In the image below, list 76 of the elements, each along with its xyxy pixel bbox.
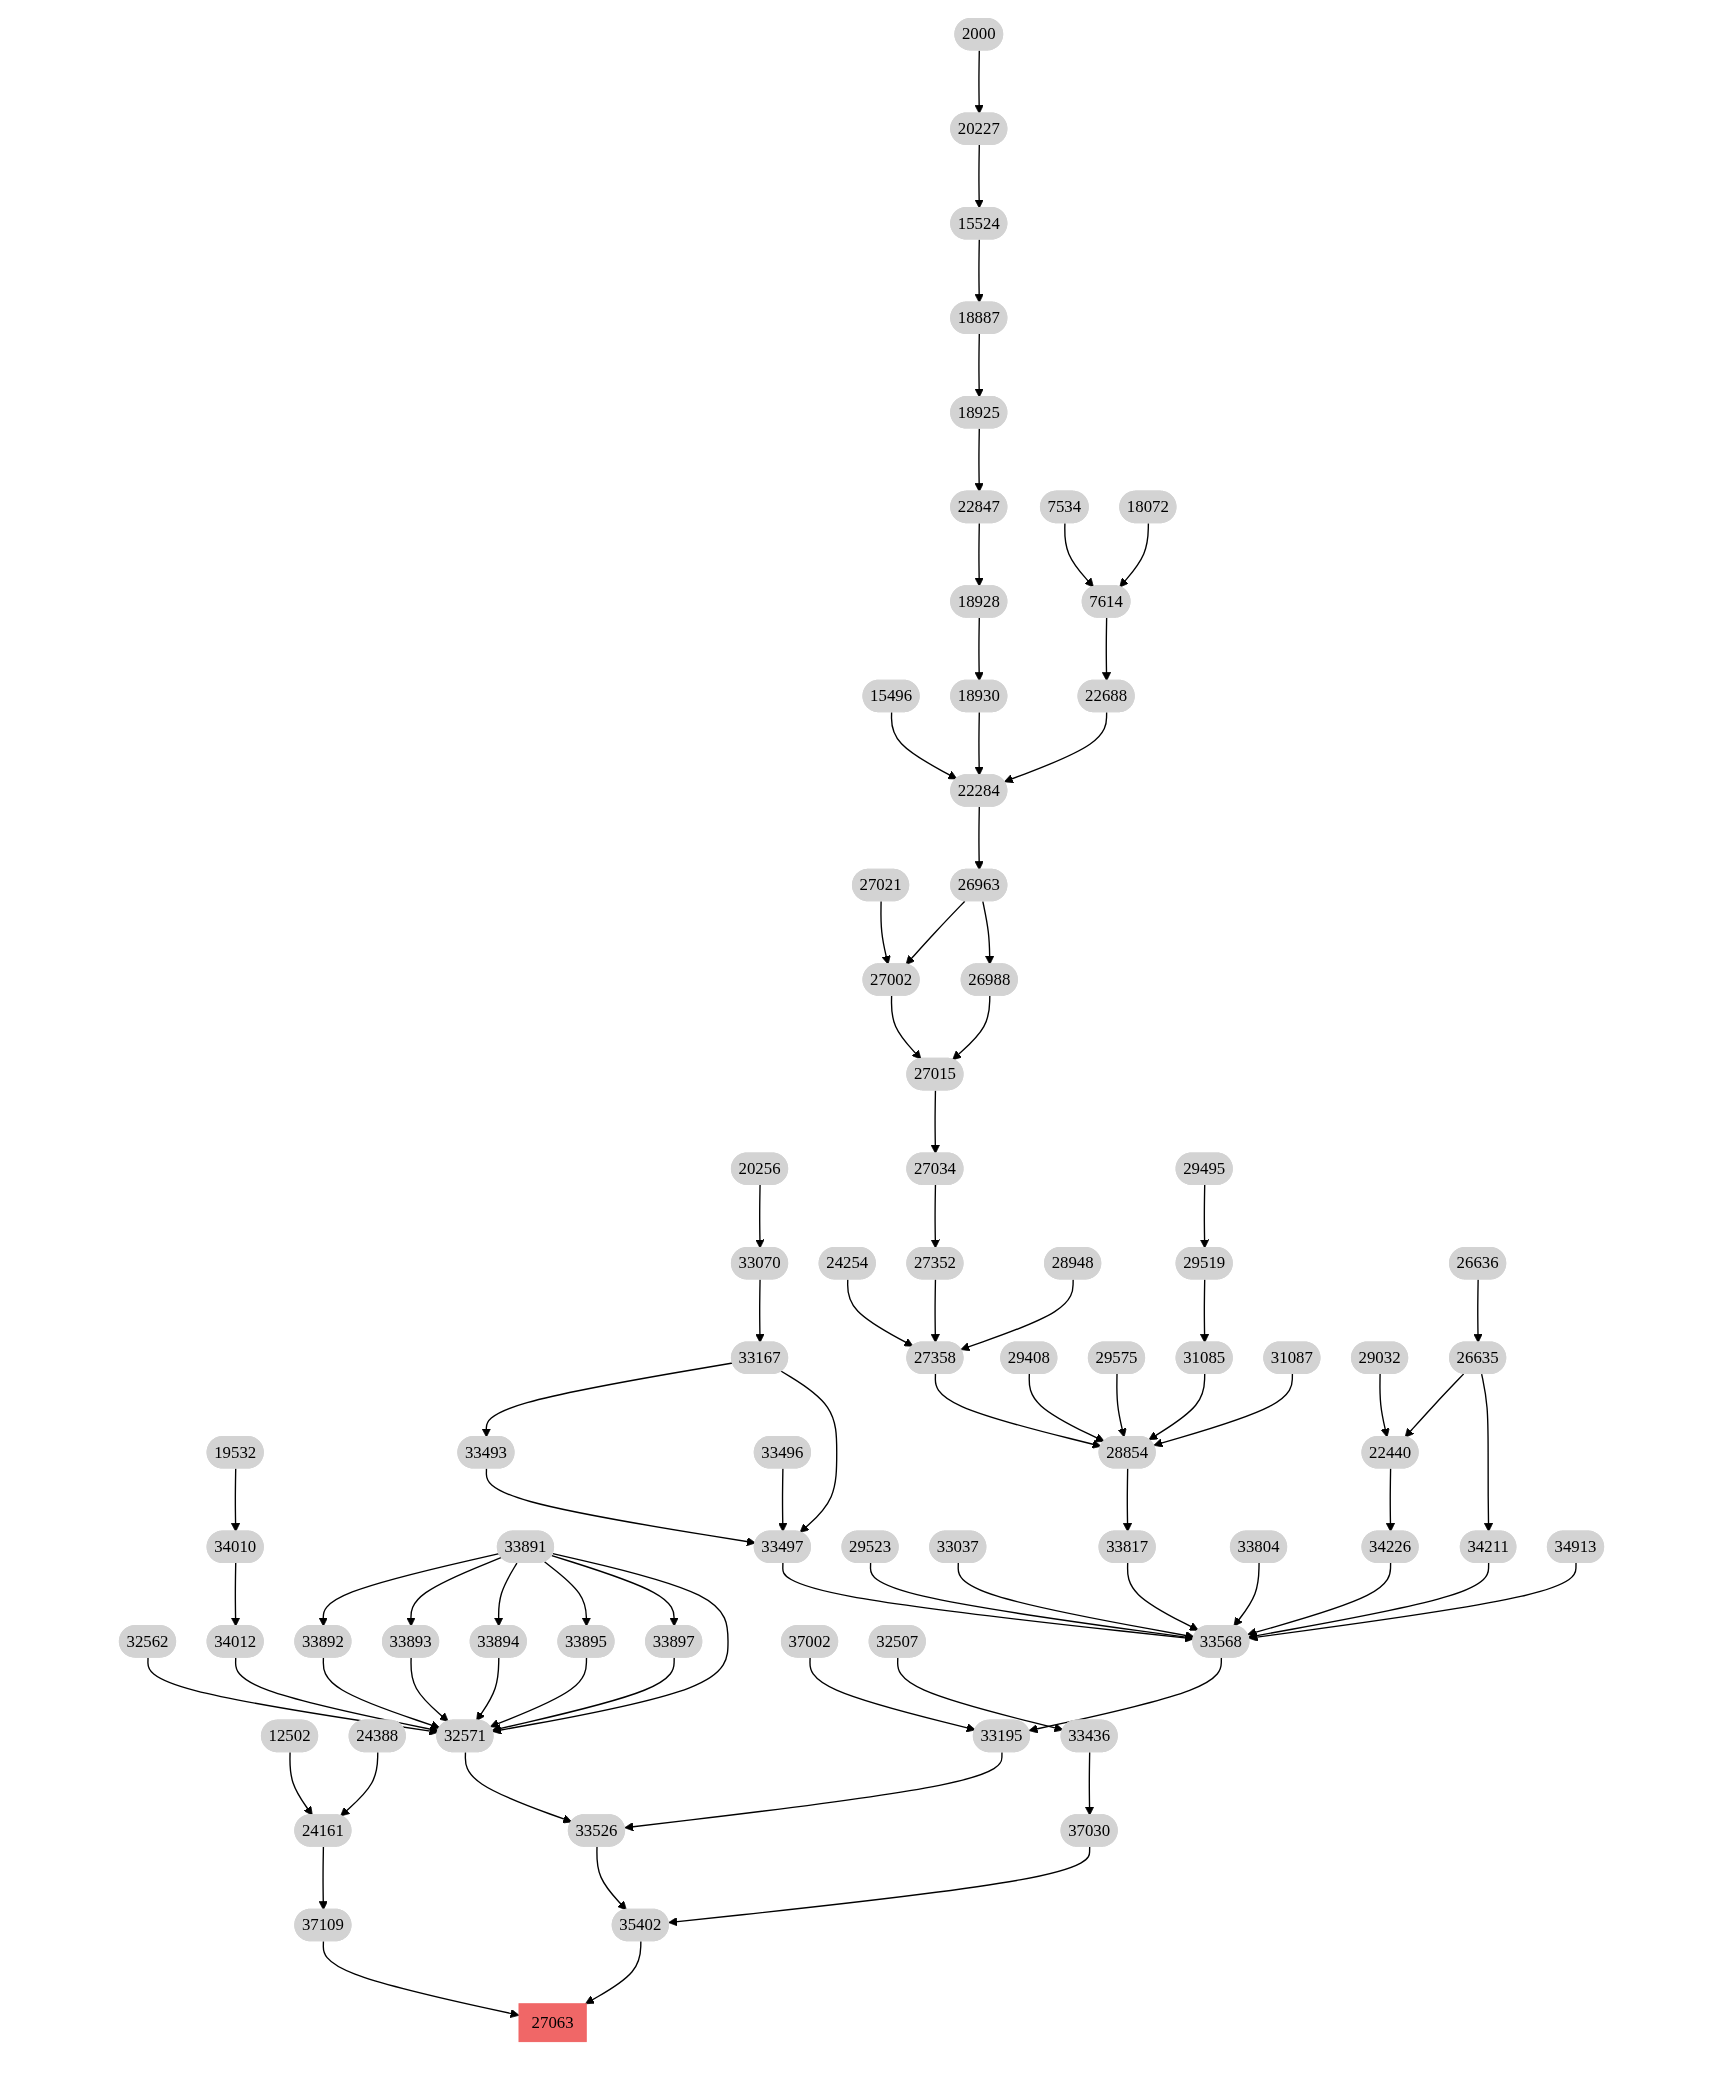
arrow bbox=[754, 1184, 765, 1249]
arrow bbox=[543, 1561, 591, 1627]
arrow bbox=[1147, 1373, 1205, 1441]
arrow bbox=[1378, 1373, 1390, 1438]
arrow bbox=[777, 1467, 787, 1532]
arrow bbox=[974, 522, 984, 587]
arrow bbox=[1385, 1467, 1395, 1532]
arrow bbox=[1152, 1373, 1293, 1448]
arrow bbox=[951, 995, 990, 1061]
arrow bbox=[485, 1467, 756, 1547]
arrow bbox=[890, 711, 957, 780]
arrow bbox=[930, 1184, 940, 1249]
arrow bbox=[1404, 1373, 1464, 1438]
arrow bbox=[905, 900, 965, 965]
arrow bbox=[754, 1278, 765, 1343]
arrow bbox=[974, 806, 984, 871]
arrow bbox=[491, 1656, 675, 1733]
arrow bbox=[595, 1846, 627, 1911]
arrow bbox=[808, 1656, 976, 1733]
arrow bbox=[890, 995, 921, 1060]
arrow bbox=[1233, 1562, 1260, 1627]
arrow bbox=[981, 900, 994, 965]
arrow bbox=[322, 1940, 519, 2018]
arrow bbox=[1003, 711, 1107, 784]
arrow bbox=[974, 238, 984, 303]
arrow bbox=[960, 1278, 1074, 1352]
arrow bbox=[896, 1656, 1063, 1733]
arrow bbox=[1246, 1562, 1391, 1637]
arrow bbox=[230, 1562, 240, 1627]
arrow bbox=[934, 1373, 1101, 1449]
arrow bbox=[1118, 522, 1149, 588]
arrow bbox=[339, 1751, 378, 1817]
arrow bbox=[1199, 1278, 1209, 1343]
arrow bbox=[288, 1751, 313, 1816]
arrow bbox=[623, 1751, 1003, 1832]
arrow bbox=[974, 144, 984, 209]
arrow bbox=[464, 1751, 572, 1824]
arrow bbox=[318, 1846, 328, 1911]
arrow bbox=[1101, 617, 1111, 682]
arrow bbox=[1480, 1373, 1493, 1532]
arrow bbox=[1115, 1373, 1127, 1438]
arrow bbox=[667, 1846, 1090, 1927]
arrow bbox=[879, 900, 891, 965]
arrow bbox=[1084, 1751, 1094, 1816]
arrow bbox=[974, 427, 984, 493]
arrow bbox=[1126, 1562, 1199, 1631]
arrow bbox=[974, 617, 984, 682]
arrow bbox=[974, 49, 984, 114]
node-box: 27063 bbox=[518, 2003, 587, 2043]
arrow bbox=[405, 1556, 502, 1627]
arrow bbox=[1472, 1278, 1483, 1343]
arrow bbox=[846, 1278, 913, 1347]
arrow bbox=[1028, 1656, 1222, 1734]
arrow bbox=[493, 1562, 518, 1627]
arrow bbox=[234, 1656, 439, 1734]
arrow bbox=[1248, 1562, 1577, 1642]
arrow bbox=[318, 1552, 500, 1627]
arrow bbox=[322, 1656, 440, 1730]
arrow bbox=[230, 1467, 240, 1532]
arrow bbox=[780, 1370, 837, 1533]
arrow bbox=[475, 1656, 499, 1722]
arrow bbox=[584, 1940, 642, 2005]
arrow bbox=[489, 1656, 587, 1728]
arrow bbox=[481, 1362, 733, 1438]
arrow bbox=[1063, 522, 1094, 588]
arrow bbox=[930, 1278, 940, 1343]
arrow bbox=[781, 1562, 1194, 1643]
arrow bbox=[974, 711, 984, 776]
arrow bbox=[974, 333, 984, 398]
arrow bbox=[491, 1552, 729, 1735]
arrow bbox=[930, 1089, 940, 1154]
arrow bbox=[1122, 1467, 1132, 1532]
arrow bbox=[409, 1656, 449, 1722]
arrow bbox=[1028, 1373, 1105, 1443]
arrow bbox=[1199, 1184, 1209, 1249]
arrow bbox=[550, 1554, 679, 1627]
